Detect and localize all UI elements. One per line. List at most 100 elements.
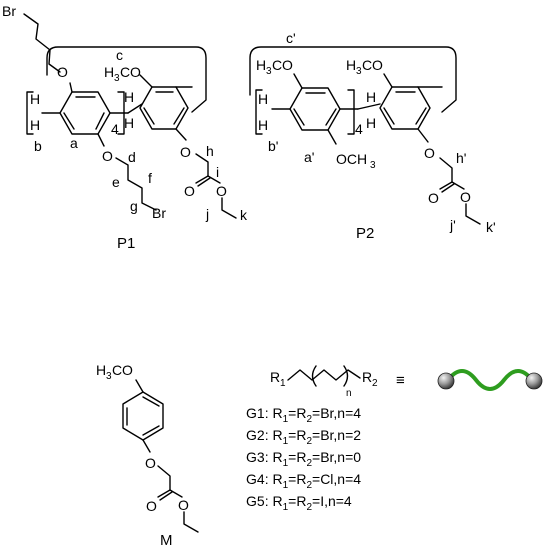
m-oxygen-carbonyl: O [146, 498, 157, 514]
p1-oxygen-carbonyl: O [184, 183, 195, 199]
p2-label-j: j' [449, 217, 456, 233]
p2-methoxy-left-c: C [272, 57, 282, 73]
p1-label-i: i [216, 164, 219, 180]
m-caption: M [160, 532, 173, 549]
p2-h-lower: H [258, 117, 268, 133]
p2-methoxy-right-sub3: 3 [356, 66, 362, 77]
guest-r2-sub: 2 [372, 378, 378, 389]
p1-macrocycle-bracket [46, 46, 207, 113]
p1-ester-ch2 [195, 153, 209, 177]
p1-label-k: k [240, 207, 248, 223]
p1-benzene-ring-left [59, 91, 111, 135]
p1-label-f: f [148, 170, 152, 186]
guest-list: G1: R1=R2=Br,n=4 G2: R1=R2=Br,n=2 G3: R1… [246, 405, 361, 513]
p1-methoxy-sub3: 3 [114, 73, 120, 84]
p1-methoxy-o: O [130, 64, 141, 80]
m-ester-ch2 [157, 465, 171, 491]
p2-benzene-ring-right [379, 86, 431, 130]
p1-oxygen-ester-ether: O [180, 144, 191, 160]
m-ethyl-group [183, 511, 199, 533]
pillararene-p1: Br O H H 4 H H H 3 C O O Br [2, 3, 248, 252]
p2-methoxy-right-o: O [372, 57, 383, 73]
p1-label-b: b [34, 138, 42, 154]
p2-methoxy-left-o: O [282, 57, 293, 73]
p2-repeat-bracket-right [347, 89, 355, 135]
p2-oxygen-ether: O [424, 145, 435, 161]
guest-r1-sub: 1 [280, 378, 286, 389]
guest-general-formula: R 1 n R 2 ≡ [270, 365, 543, 399]
p1-oxygen-ester: O [216, 183, 227, 199]
p1-bromine-chain: Br [152, 205, 166, 221]
p2-benzene-ring-left [289, 87, 341, 131]
p1-caption: P1 [117, 235, 135, 252]
p1-h-link-upper: H [124, 89, 134, 105]
guest-row: G2: R1=R2=Br,n=2 [246, 427, 361, 447]
p1-oxygen-ether-top: O [57, 64, 68, 80]
p1-repeat-count: 4 [111, 121, 119, 137]
guest-bead-left-icon [437, 372, 455, 390]
p2-methoxy-left-h: H [256, 57, 266, 73]
m-benzene-ring [122, 391, 164, 441]
p2-label-h: h' [456, 150, 466, 166]
guest-row: G4: R1=R2=Cl,n=4 [246, 471, 361, 491]
p2-label-b: b' [268, 138, 278, 154]
p2-repeat-count: 4 [355, 121, 363, 137]
p2-caption: P2 [356, 225, 374, 242]
p1-methoxy-c: C [120, 64, 130, 80]
p2-label-k: k' [486, 219, 496, 235]
p1-label-h: h [206, 143, 214, 159]
guest-row: G3: R1=R2=Br,n=0 [246, 449, 361, 469]
m-methoxy-c: C [112, 362, 122, 378]
guest-r1-letter: R [270, 369, 280, 385]
p1-top-bromobutyl-chain [23, 13, 61, 73]
p1-label-d: d [128, 149, 136, 165]
p1-bromine-top: Br [2, 3, 16, 19]
m-oxygen-ester: O [178, 497, 189, 513]
p1-label-a: a [70, 135, 78, 151]
p2-methoxy-right-c: C [362, 57, 372, 73]
guest-chain-cartoon [446, 369, 534, 391]
p1-label-e: e [112, 174, 120, 190]
p2-label-a: a' [304, 149, 314, 165]
p2-h-link-lower: H [366, 115, 376, 131]
p2-h-link-upper: H [366, 89, 376, 105]
p2-ester-ch2 [439, 157, 453, 183]
equivalence-symbol: ≡ [396, 372, 405, 389]
p2-methoxy-bottom-prefix: OCH [336, 151, 367, 167]
p2-macrocycle-bracket [249, 46, 457, 113]
p1-oxygen-chain: O [102, 148, 113, 164]
p1-label-c: c [116, 47, 123, 63]
p2-h-upper: H [258, 91, 268, 107]
m-oxygen-ether: O [145, 455, 156, 471]
p1-h-upper: H [30, 91, 40, 107]
p1-label-j: j [205, 206, 209, 222]
p2-methoxy-left-sub3: 3 [266, 66, 272, 77]
p1-benzene-ring-right [139, 86, 189, 130]
p2-methoxy-right-h: H [346, 57, 356, 73]
pillararene-p2: c' H 3 C O H H 4 H H OCH 3 H 3 C O [249, 30, 496, 242]
p2-label-c: c' [286, 30, 296, 46]
p1-ethyl-group [221, 197, 237, 219]
m-methoxy-o: O [122, 362, 133, 378]
p1-methoxy-h: H [104, 64, 114, 80]
p2-oxygen-ester: O [460, 189, 471, 205]
p2-oxygen-carbonyl: O [428, 190, 439, 206]
guest-alkyl-chain [287, 369, 361, 381]
model-compound-m: H 3 C O O O O M [96, 362, 199, 549]
guest-r2-letter: R [362, 369, 372, 385]
p2-ethyl-group [465, 203, 481, 225]
p1-h-link-lower: H [124, 115, 134, 131]
guest-row: G1: R1=R2=Br,n=4 [246, 405, 361, 425]
guest-bead-right-icon [525, 372, 543, 390]
p1-h-lower: H [30, 117, 40, 133]
p1-repeat-bracket-left [26, 91, 34, 135]
p1-repeat-bracket-right [117, 91, 125, 135]
p1-bottom-bromobutyl-chain [115, 157, 157, 211]
guest-n-label: n [346, 388, 352, 399]
p2-methoxy-bottom-sub3: 3 [370, 160, 376, 171]
m-methoxy-sub3: 3 [106, 371, 112, 382]
p2-repeat-bracket-left [255, 89, 263, 135]
guest-n-bracket-left [311, 365, 317, 387]
guest-n-bracket-right [343, 365, 349, 387]
